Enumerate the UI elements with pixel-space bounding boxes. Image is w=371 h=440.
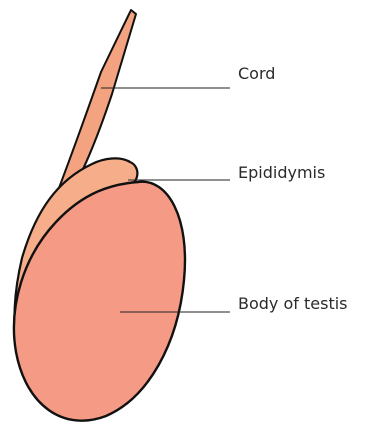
epididymis-label: Epididymis: [238, 165, 325, 181]
cord-label: Cord: [238, 66, 275, 82]
body-of-testis-label: Body of testis: [238, 296, 348, 312]
